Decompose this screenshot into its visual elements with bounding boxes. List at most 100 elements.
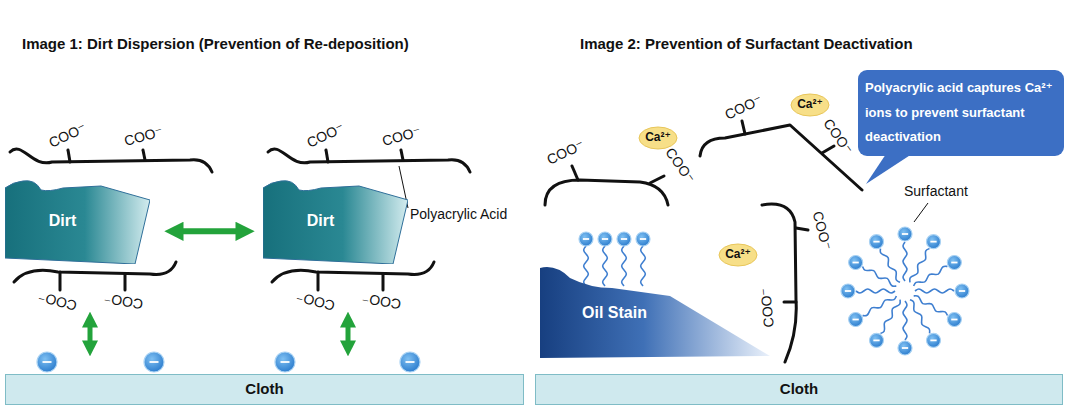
surfactant-label: Surfactant bbox=[904, 184, 968, 199]
anionic-head bbox=[849, 256, 863, 270]
carboxylate-stub bbox=[317, 272, 320, 290]
carboxylate-stub bbox=[59, 272, 62, 290]
anionic-head bbox=[841, 284, 855, 298]
anionic-head bbox=[955, 284, 969, 298]
carboxylate-stub bbox=[822, 146, 834, 153]
carboxylate-label: COO⁻ bbox=[295, 288, 337, 313]
hydrophobic-tail bbox=[863, 296, 897, 316]
node-label: Cloth bbox=[780, 381, 818, 398]
polymer-label: Polyacrylic Acid bbox=[410, 207, 507, 222]
carboxylate-stub bbox=[382, 274, 385, 290]
anionic-head bbox=[870, 333, 884, 347]
hydrophobic-tail bbox=[863, 267, 897, 287]
anionic-head bbox=[275, 352, 295, 372]
hydrophobic-tail bbox=[915, 289, 954, 293]
node-label: Cloth bbox=[245, 381, 283, 398]
callout-box: Polyacrylic acid captures Ca²⁺ ions to p… bbox=[858, 70, 1064, 156]
leader-line bbox=[914, 203, 928, 222]
anionic-head bbox=[579, 232, 593, 246]
hydrophobic-tail bbox=[914, 296, 948, 316]
cloth-band: Cloth bbox=[535, 374, 1063, 405]
calcium-ion: Ca²⁺ bbox=[718, 243, 758, 267]
callout-text: Polyacrylic acid captures Ca²⁺ ions to p… bbox=[865, 76, 1057, 150]
hydrophobic-tail bbox=[881, 300, 901, 334]
hydrophobic-tail bbox=[880, 249, 900, 283]
node-label: Dirt bbox=[307, 212, 335, 230]
carboxylate-stub bbox=[796, 228, 808, 230]
carboxylate-label: COO⁻ bbox=[723, 92, 765, 123]
hydrophobic-tail bbox=[603, 246, 608, 286]
carboxylate-label: COO⁻ bbox=[809, 210, 834, 252]
anionic-head bbox=[849, 313, 863, 327]
anionic-head bbox=[400, 352, 420, 372]
carboxylate-label: COO⁻ bbox=[381, 124, 423, 149]
oil-stain: Oil Stain bbox=[540, 266, 770, 358]
hydrophobic-tail bbox=[641, 246, 646, 286]
carboxylate-stub bbox=[650, 176, 664, 183]
panel-heading: Image 2: Prevention of Surfactant Deacti… bbox=[580, 36, 913, 53]
anionic-head bbox=[37, 352, 57, 372]
hydrophobic-tail bbox=[903, 301, 907, 340]
carboxylate-stub bbox=[326, 150, 328, 162]
polymer-chain bbox=[272, 262, 434, 282]
node-label: Ca²⁺ bbox=[645, 131, 671, 144]
anionic-head bbox=[947, 256, 961, 270]
anionic-head bbox=[636, 232, 650, 246]
repulsion-arrow bbox=[346, 318, 351, 350]
carboxylate-label: COO⁻ bbox=[305, 120, 347, 151]
anionic-head bbox=[870, 235, 884, 249]
node-label: Dirt bbox=[49, 212, 77, 230]
dirt-outline bbox=[263, 178, 408, 264]
hydrophobic-tail bbox=[622, 246, 627, 286]
carboxylate-stub bbox=[742, 121, 745, 134]
carboxylate-label: COO⁻ bbox=[758, 287, 777, 327]
anionic-head bbox=[598, 232, 612, 246]
node-label: Ca²⁺ bbox=[797, 98, 823, 111]
anionic-head bbox=[927, 235, 941, 249]
dirt-particle: Dirt bbox=[263, 178, 408, 264]
carboxylate-label: COO⁻ bbox=[662, 145, 697, 186]
polymer-chain bbox=[10, 149, 212, 172]
calcium-ion: Ca²⁺ bbox=[790, 93, 830, 117]
oil-outline bbox=[540, 266, 770, 358]
anionic-head bbox=[947, 313, 961, 327]
adsorbed-surfactant bbox=[579, 232, 650, 286]
carboxylate-label: COO⁻ bbox=[37, 288, 79, 313]
carboxylate-stub bbox=[784, 301, 796, 304]
hydrophobic-tail bbox=[856, 289, 895, 293]
polymer-chain bbox=[14, 262, 176, 282]
panel-heading: Image 1: Dirt Dispersion (Prevention of … bbox=[22, 36, 409, 53]
carboxylate-label: COO⁻ bbox=[47, 120, 89, 151]
cloth-surface-charges bbox=[37, 352, 420, 372]
hydrophobic-tail bbox=[584, 246, 589, 286]
node-label: Ca²⁺ bbox=[725, 248, 751, 261]
dispersion-arrow bbox=[172, 228, 247, 234]
carboxylate-label: COO⁻ bbox=[545, 137, 587, 168]
carboxylate-label: COO⁻ bbox=[103, 290, 144, 312]
repulsion-arrow bbox=[88, 318, 93, 350]
node-label: Oil Stain bbox=[582, 304, 647, 322]
polymer-chain bbox=[762, 204, 796, 362]
hydrophobic-tail bbox=[910, 249, 930, 283]
hydrophobic-tail bbox=[903, 242, 907, 281]
carboxylate-stub bbox=[401, 150, 403, 160]
carboxylate-stub bbox=[572, 166, 578, 180]
anionic-head bbox=[898, 227, 912, 241]
surfactant-micelle bbox=[841, 227, 969, 355]
carboxylate-label: COO⁻ bbox=[361, 290, 402, 312]
carboxylate-stub bbox=[124, 274, 127, 290]
anionic-head bbox=[144, 352, 164, 372]
hydrophobic-tail bbox=[914, 266, 948, 286]
hydrophobic-tail bbox=[910, 300, 930, 334]
anionic-head bbox=[898, 341, 912, 355]
cloth-band: Cloth bbox=[5, 374, 524, 405]
carboxylate-stub bbox=[143, 150, 145, 160]
anionic-head bbox=[617, 232, 631, 246]
carboxylate-label: COO⁻ bbox=[123, 124, 165, 149]
dirt-outline bbox=[5, 178, 150, 264]
dirt-particle: Dirt bbox=[5, 178, 150, 264]
anionic-head bbox=[927, 333, 941, 347]
